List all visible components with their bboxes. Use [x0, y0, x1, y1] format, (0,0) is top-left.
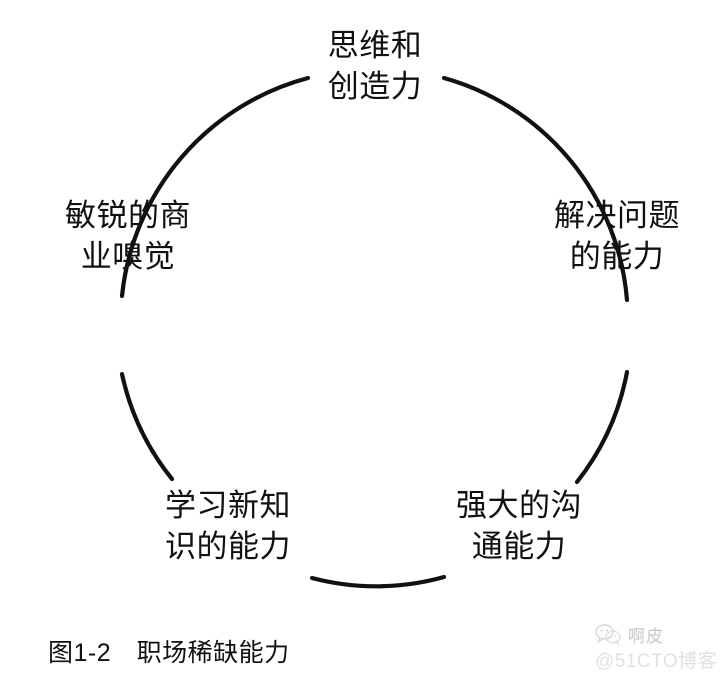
- node-line-2: 的能力: [569, 238, 665, 274]
- node-line-1: 解决问题: [554, 198, 680, 233]
- node-label-thinking-creativity: 思维和 创造力: [280, 26, 470, 108]
- node-line-2: 创造力: [327, 68, 423, 104]
- arc-segment-upper-right: [441, 75, 630, 303]
- node-line-2: 业嗅觉: [80, 238, 176, 274]
- wechat-icon: [595, 624, 621, 645]
- node-label-communication: 强大的沟 通能力: [424, 486, 614, 568]
- watermark-handle: @51CTO博客: [595, 651, 718, 672]
- figure-caption: 图1-2 职场稀缺能力: [48, 639, 290, 667]
- arc-segment-upper-left: [119, 75, 311, 299]
- arc-segment-lower-left: [119, 371, 175, 482]
- node-label-learning: 学习新知 识的能力: [128, 486, 328, 568]
- node-line-1: 学习新知: [165, 488, 291, 523]
- node-line-2: 通能力: [471, 528, 567, 564]
- node-line-1: 思维和: [327, 28, 423, 63]
- circle-outline: [119, 75, 630, 589]
- node-line-1: 强大的沟: [456, 488, 582, 523]
- node-label-problem-solving: 解决问题 的能力: [522, 196, 712, 278]
- arc-segment-lower-right: [574, 369, 630, 485]
- node-line-1: 敏锐的商: [65, 198, 191, 233]
- watermark: 啊皮 @51CTO博客: [595, 620, 719, 678]
- node-label-business-acumen: 敏锐的商 业嗅觉: [28, 196, 228, 278]
- cycle-diagram: 思维和 创造力 解决问题 的能力 强大的沟 通能力 学习新知 识的能力 敏锐的商…: [28, 26, 712, 589]
- node-line-2: 识的能力: [165, 528, 291, 564]
- watermark-top-row: 啊皮: [595, 622, 664, 647]
- arc-segment-bottom: [309, 574, 447, 589]
- watermark-name: 啊皮: [628, 627, 664, 646]
